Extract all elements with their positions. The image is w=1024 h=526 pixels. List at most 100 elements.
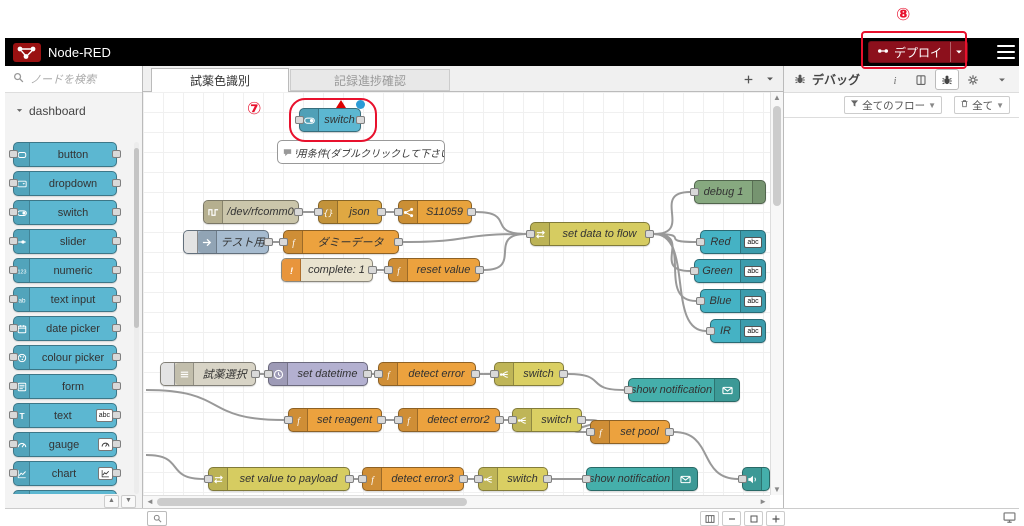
- palette-node-colour-picker[interactable]: colour picker: [9, 345, 121, 370]
- palette-scrollbar[interactable]: [134, 142, 139, 494]
- info-tab-button[interactable]: i: [883, 69, 907, 90]
- zoom-out-button[interactable]: [722, 511, 741, 526]
- tab-record-progress[interactable]: 記録進捗確認: [290, 69, 450, 91]
- dashboard-window-icon[interactable]: [1003, 511, 1016, 524]
- debug-filter-flows-button[interactable]: 全てのフロー ▼: [844, 96, 942, 114]
- flow-node-reagent-select[interactable]: 試薬選択: [160, 362, 260, 386]
- palette-category-dashboard[interactable]: dashboard: [5, 100, 142, 122]
- flow-canvas[interactable]: switch使用条件(ダブルクリックして下さい)/dev/rfcomm0{}js…: [143, 92, 770, 495]
- node-output-port[interactable]: [665, 428, 674, 436]
- node-output-port[interactable]: [363, 370, 372, 378]
- node-input-port[interactable]: [738, 475, 747, 483]
- inject-trigger-button[interactable]: [161, 363, 175, 385]
- flow-node-set-datetime[interactable]: set datetime: [264, 362, 372, 386]
- node-output-port[interactable]: [543, 475, 552, 483]
- node-output-port[interactable]: [377, 416, 386, 424]
- palette-scroll-up-button[interactable]: ▲: [104, 495, 119, 508]
- navigator-toggle-button[interactable]: [700, 511, 719, 526]
- node-input-port[interactable]: [696, 238, 705, 246]
- deploy-options-caret[interactable]: [950, 42, 967, 62]
- palette-node-date-picker[interactable]: date picker: [9, 316, 121, 341]
- node-input-port[interactable]: [394, 208, 403, 216]
- node-output-port[interactable]: [251, 370, 260, 378]
- wire[interactable]: [402, 233, 527, 243]
- palette-node-chart[interactable]: chart: [9, 461, 121, 486]
- node-input-port[interactable]: [284, 416, 293, 424]
- palette-node-slider[interactable]: slider: [9, 229, 121, 254]
- scroll-down-arrow[interactable]: ▼: [773, 485, 781, 494]
- node-output-port[interactable]: [559, 370, 568, 378]
- node-output-port[interactable]: [368, 266, 377, 274]
- wire[interactable]: [653, 233, 707, 332]
- node-output-port[interactable]: [467, 208, 476, 216]
- deploy-button[interactable]: デプロイ: [868, 41, 969, 63]
- zoom-in-button[interactable]: [766, 511, 785, 526]
- palette-node-gauge[interactable]: gauge: [9, 432, 121, 457]
- node-input-port[interactable]: [295, 116, 304, 124]
- wire[interactable]: [653, 191, 691, 235]
- sidebar-options-caret[interactable]: [993, 71, 1011, 88]
- node-output-port[interactable]: [264, 238, 273, 246]
- palette-node-button[interactable]: button: [9, 142, 121, 167]
- flow-node-switch-top[interactable]: switch: [295, 100, 365, 132]
- scroll-left-arrow[interactable]: ◄: [146, 497, 154, 506]
- node-output-port[interactable]: [645, 230, 654, 238]
- flow-node-notify-2[interactable]: show notification: [582, 467, 698, 491]
- node-output-port[interactable]: [495, 416, 504, 424]
- node-input-port[interactable]: [526, 230, 535, 238]
- palette-node-form[interactable]: form: [9, 374, 121, 399]
- flow-node-complete-1[interactable]: !complete: 1: [281, 258, 377, 282]
- node-output-port[interactable]: [471, 370, 480, 378]
- node-output-port[interactable]: [459, 475, 468, 483]
- flow-node-debug-1[interactable]: debug 1: [690, 180, 766, 204]
- vertical-scrollbar-thumb[interactable]: [773, 106, 781, 206]
- wire[interactable]: [145, 389, 285, 421]
- zoom-reset-button[interactable]: [744, 511, 763, 526]
- palette-scrollbar-thumb[interactable]: [134, 148, 139, 328]
- flow-node-switch-1[interactable]: switch: [490, 362, 568, 386]
- node-output-port[interactable]: [377, 208, 386, 216]
- node-input-port[interactable]: [394, 416, 403, 424]
- add-flow-button[interactable]: [739, 70, 757, 88]
- wire[interactable]: [483, 233, 527, 271]
- flow-node-change-set-data-to-flow[interactable]: set data to flow: [526, 222, 654, 246]
- node-input-port[interactable]: [706, 327, 715, 335]
- config-tab-button[interactable]: [961, 69, 985, 90]
- node-output-port[interactable]: [394, 238, 403, 246]
- flow-node-switch-2[interactable]: switch: [508, 408, 586, 432]
- palette-node-audio-out[interactable]: audio out: [13, 490, 117, 494]
- flow-node-usage-comment[interactable]: 使用条件(ダブルクリックして下さい): [277, 140, 445, 164]
- flow-list-button[interactable]: [761, 70, 779, 88]
- debug-clear-button[interactable]: 全て ▼: [954, 96, 1010, 114]
- flow-node-s11059[interactable]: S11059: [394, 200, 476, 224]
- node-output-port[interactable]: [356, 116, 365, 124]
- node-input-port[interactable]: [474, 475, 483, 483]
- flow-node-serial-rfcomm0[interactable]: /dev/rfcomm0: [203, 200, 303, 224]
- palette-node-dropdown[interactable]: dropdown: [9, 171, 121, 196]
- help-tab-button[interactable]: [909, 69, 933, 90]
- node-input-port[interactable]: [314, 208, 323, 216]
- node-input-port[interactable]: [690, 267, 699, 275]
- node-input-port[interactable]: [696, 297, 705, 305]
- node-input-port[interactable]: [624, 386, 633, 394]
- node-input-port[interactable]: [374, 370, 383, 378]
- canvas-search-button[interactable]: [147, 511, 167, 526]
- node-output-port[interactable]: [577, 416, 586, 424]
- flow-node-change-set-value-to-payload[interactable]: set value to payload: [204, 467, 354, 491]
- node-input-port[interactable]: [586, 428, 595, 436]
- wire[interactable]: [673, 431, 739, 480]
- node-output-port[interactable]: [475, 266, 484, 274]
- wire[interactable]: [567, 373, 625, 391]
- node-input-port[interactable]: [358, 475, 367, 483]
